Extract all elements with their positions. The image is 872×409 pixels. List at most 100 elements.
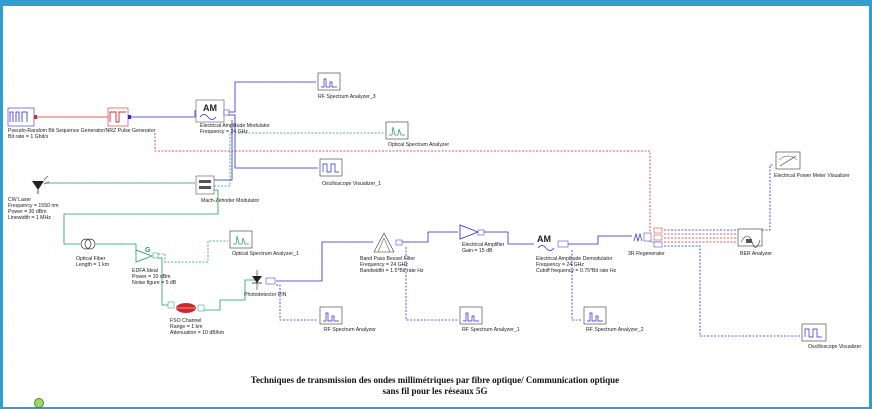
rfsa1-label: RF Spectrum Analyzer_1 bbox=[462, 327, 520, 333]
mzm-label: Mach-Zehnder Modulator bbox=[201, 198, 260, 204]
am-mod-frequency: Frequency = 24 GHz bbox=[200, 129, 249, 135]
link-pd-rfsa bbox=[276, 284, 318, 321]
link-edfa-osa1 bbox=[158, 240, 228, 263]
optical-spectrum-analyzer-icon[interactable] bbox=[385, 121, 409, 140]
window-top-border bbox=[0, 0, 872, 6]
cw-frequency: Frequency = 1550 nm bbox=[8, 203, 59, 209]
bpf-frequency: Frequency = 24 GHz bbox=[360, 262, 409, 268]
ber-analyzer-icon[interactable] bbox=[737, 228, 763, 248]
cw-laser-icon[interactable] bbox=[32, 175, 50, 194]
link-fso-pd bbox=[204, 279, 256, 311]
status-indicator[interactable] bbox=[34, 398, 44, 408]
link-am-mzm bbox=[214, 120, 233, 181]
rf-spectrum-analyzer-3-icon[interactable] bbox=[317, 72, 341, 91]
fso-attenuation: Attenuation = 10 dB/km bbox=[170, 330, 225, 336]
nrz-pulse-generator-icon[interactable] bbox=[107, 107, 131, 127]
link-regen-osc bbox=[664, 245, 800, 337]
rfsa3-label: RF Spectrum Analyzer_3 bbox=[318, 94, 376, 100]
am-demodulator-icon[interactable]: AM bbox=[537, 234, 569, 251]
fso-range: Range = 1 km bbox=[170, 324, 203, 330]
oscilloscope-visualizer-1-icon[interactable] bbox=[319, 158, 343, 177]
3r-regenerator-icon[interactable] bbox=[633, 227, 663, 248]
pd-label: Photodetector PIN bbox=[244, 292, 287, 298]
fso-label: FSO Channel Range = 1 km Attenuation = 1… bbox=[170, 318, 224, 336]
link-pd-bpf bbox=[276, 241, 373, 282]
prbs-bitrate: Bit rate = 1 Gbit/s bbox=[8, 134, 49, 140]
rfsa-label: RF Spectrum Analyzer bbox=[324, 327, 376, 333]
slide-caption: Techniques de transmission des ondes mil… bbox=[200, 375, 670, 397]
cw-name: CW Laser bbox=[8, 197, 32, 203]
am-modulator-icon[interactable]: AM bbox=[195, 99, 230, 123]
am-mod-name: Electrical Amplitude Modulator bbox=[200, 123, 270, 129]
link-nrz-am bbox=[128, 110, 196, 118]
window-bottom-border bbox=[0, 407, 872, 409]
bpf-name: Band Pass Bessel Filter bbox=[360, 256, 416, 262]
link-regen-epm bbox=[664, 164, 774, 231]
bpf-bandwidth: Bandwidth = 1.5*Bit rate Hz bbox=[360, 268, 424, 274]
oscilloscope-visualizer-icon[interactable] bbox=[801, 323, 827, 342]
osc-label: Oscilloscope Visualizer bbox=[808, 344, 862, 350]
am-mod-label: Electrical Amplitude Modulator Frequency… bbox=[200, 123, 270, 135]
prbs-name: Pseudo-Random Bit Sequence Generator bbox=[8, 128, 105, 134]
caption-line-2: sans fil pour les réseaux 5G bbox=[382, 386, 488, 396]
optical-spectrum-analyzer-1-icon[interactable] bbox=[229, 230, 253, 249]
band-pass-filter-icon[interactable] bbox=[373, 232, 403, 253]
edfa-amplifier-icon[interactable]: G bbox=[135, 247, 159, 263]
fiber-length: Length = 1 km bbox=[76, 262, 110, 268]
demod-frequency: Frequency = 24 GHz bbox=[536, 262, 585, 268]
rf-spectrum-analyzer-icon[interactable] bbox=[319, 306, 343, 325]
link-seq-ber bbox=[154, 133, 660, 243]
rf-spectrum-analyzer-1-icon[interactable] bbox=[459, 306, 483, 325]
ber-label: BER Analyzer bbox=[740, 251, 773, 257]
electrical-amplifier-icon[interactable] bbox=[459, 224, 485, 240]
window-right-border bbox=[869, 0, 872, 409]
regen-label: 3R Regenerator bbox=[628, 251, 665, 257]
cw-power: Power = 30 dBm bbox=[8, 209, 47, 215]
electrical-power-meter-icon[interactable] bbox=[775, 151, 801, 170]
nrz-name: NRZ Pulse Generator bbox=[105, 128, 156, 134]
link-edfa-fso bbox=[158, 257, 168, 306]
svg-text:AM: AM bbox=[203, 103, 217, 113]
link-mzm-osa bbox=[214, 132, 384, 187]
demod-cutoff: Cutoff frequency = 0.75*Bit rate Hz bbox=[536, 268, 617, 274]
demod-label: Electrical Amplitude Demodulator Frequen… bbox=[536, 256, 616, 274]
link-bpf-amp bbox=[402, 231, 458, 243]
link-am-osc1 bbox=[228, 114, 318, 169]
fso-channel-icon[interactable] bbox=[167, 301, 205, 313]
amp-name: Electrical Amplifier bbox=[462, 242, 505, 248]
link-demod-rfsa2 bbox=[571, 250, 582, 321]
link-mzm-fiber bbox=[63, 189, 219, 245]
fso-name: FSO Channel bbox=[170, 318, 202, 324]
photodetector-pin-icon[interactable] bbox=[252, 270, 276, 290]
cw-linewidth: Linewidth = 1 MHz bbox=[8, 215, 51, 221]
fiber-name: Optical Fiber bbox=[76, 256, 106, 262]
cw-label: CW Laser Frequency = 1550 nm Power = 30 … bbox=[8, 197, 59, 221]
caption-line-1: Techniques de transmission des ondes mil… bbox=[250, 375, 620, 385]
edfa-name: EDFA Ideal bbox=[132, 268, 158, 274]
osa-label: Optical Spectrum Analyzer bbox=[388, 142, 450, 148]
osc1-label: Oscilloscope Visualizer_1 bbox=[322, 181, 382, 187]
prbs-generator-icon[interactable] bbox=[7, 107, 37, 127]
amp-gain: Gain = 15 dB bbox=[462, 248, 493, 254]
svg-text:G: G bbox=[145, 247, 151, 254]
svg-text:AM: AM bbox=[537, 234, 551, 244]
link-amp-demod bbox=[484, 231, 534, 245]
amp-label: Electrical Amplifier Gain = 15 dB bbox=[462, 242, 504, 254]
window-left-border bbox=[0, 0, 3, 409]
rfsa2-label: RF Spectrum Analyzer_2 bbox=[586, 327, 644, 333]
edfa-noise: Noise figure = 5 dB bbox=[132, 280, 177, 286]
mach-zehnder-modulator-icon[interactable] bbox=[195, 175, 215, 195]
link-am-rfsa3 bbox=[228, 81, 316, 113]
optical-fiber-icon[interactable] bbox=[80, 238, 96, 250]
fiber-label: Optical Fiber Length = 1 km bbox=[76, 256, 109, 268]
osa1-label: Optical Spectrum Analyzer_1 bbox=[232, 251, 299, 257]
link-demod-regen bbox=[568, 235, 632, 245]
epm-label: Electrical Power Meter Visualizer bbox=[774, 173, 850, 179]
prbs-label: Pseudo-Random Bit Sequence Generator/NRZ… bbox=[8, 128, 156, 140]
bpf-label: Band Pass Bessel Filter Frequency = 24 G… bbox=[360, 256, 424, 274]
demod-name: Electrical Amplitude Demodulator bbox=[536, 256, 613, 262]
edfa-label: EDFA Ideal Power = 10 dBm Noise figure =… bbox=[132, 268, 176, 286]
rf-spectrum-analyzer-2-icon[interactable] bbox=[583, 306, 607, 325]
